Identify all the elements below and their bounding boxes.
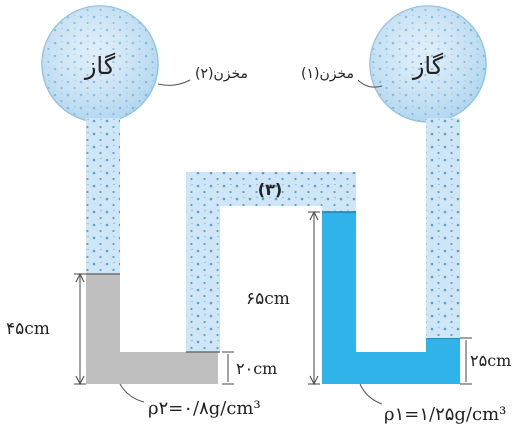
rho-1-label: ρ۱=۱/۲۵g/cm³ bbox=[384, 404, 506, 425]
middle-right-leg-gas bbox=[322, 172, 356, 212]
h-left-label: ۴۵cm bbox=[6, 319, 50, 339]
reservoir-1-label: مخزن(۱) bbox=[301, 66, 354, 82]
left-liquid-column bbox=[86, 274, 120, 384]
left-liquid-bottom bbox=[120, 352, 218, 384]
right-tube-gas bbox=[426, 118, 460, 338]
right-liquid-column bbox=[322, 212, 356, 384]
middle-tube-label: (۳) bbox=[258, 180, 282, 199]
measure-h-left-bottom: ۲۰cm bbox=[222, 351, 277, 385]
h-left-bottom-label: ۲۰cm bbox=[236, 359, 277, 378]
left-reservoir: گاز bbox=[41, 5, 159, 123]
right-gas-label: گاز bbox=[412, 52, 444, 80]
left-tube-gas bbox=[86, 118, 120, 274]
reservoir-2-label: مخزن(۲) bbox=[195, 66, 248, 82]
measure-h-right-col: ۶۵cm bbox=[246, 210, 320, 386]
h-right-bottom-label: ۲۵cm bbox=[470, 351, 511, 370]
reservoir-2-leader bbox=[157, 79, 191, 86]
measure-h-left: ۴۵cm bbox=[6, 272, 86, 386]
rho-1-leader bbox=[359, 383, 383, 405]
rho-2-label: ρ۲=۰/۸g/cm³ bbox=[148, 398, 261, 419]
left-gas-label: گاز bbox=[84, 52, 116, 80]
measure-h-right-bottom: ۲۵cm bbox=[460, 337, 511, 385]
right-reservoir: گاز bbox=[369, 5, 487, 123]
rho-2-leader bbox=[119, 383, 145, 403]
reservoir-1-leader bbox=[357, 79, 383, 88]
h-right-col-label: ۶۵cm bbox=[246, 289, 290, 309]
right-outer-liquid bbox=[426, 338, 460, 384]
